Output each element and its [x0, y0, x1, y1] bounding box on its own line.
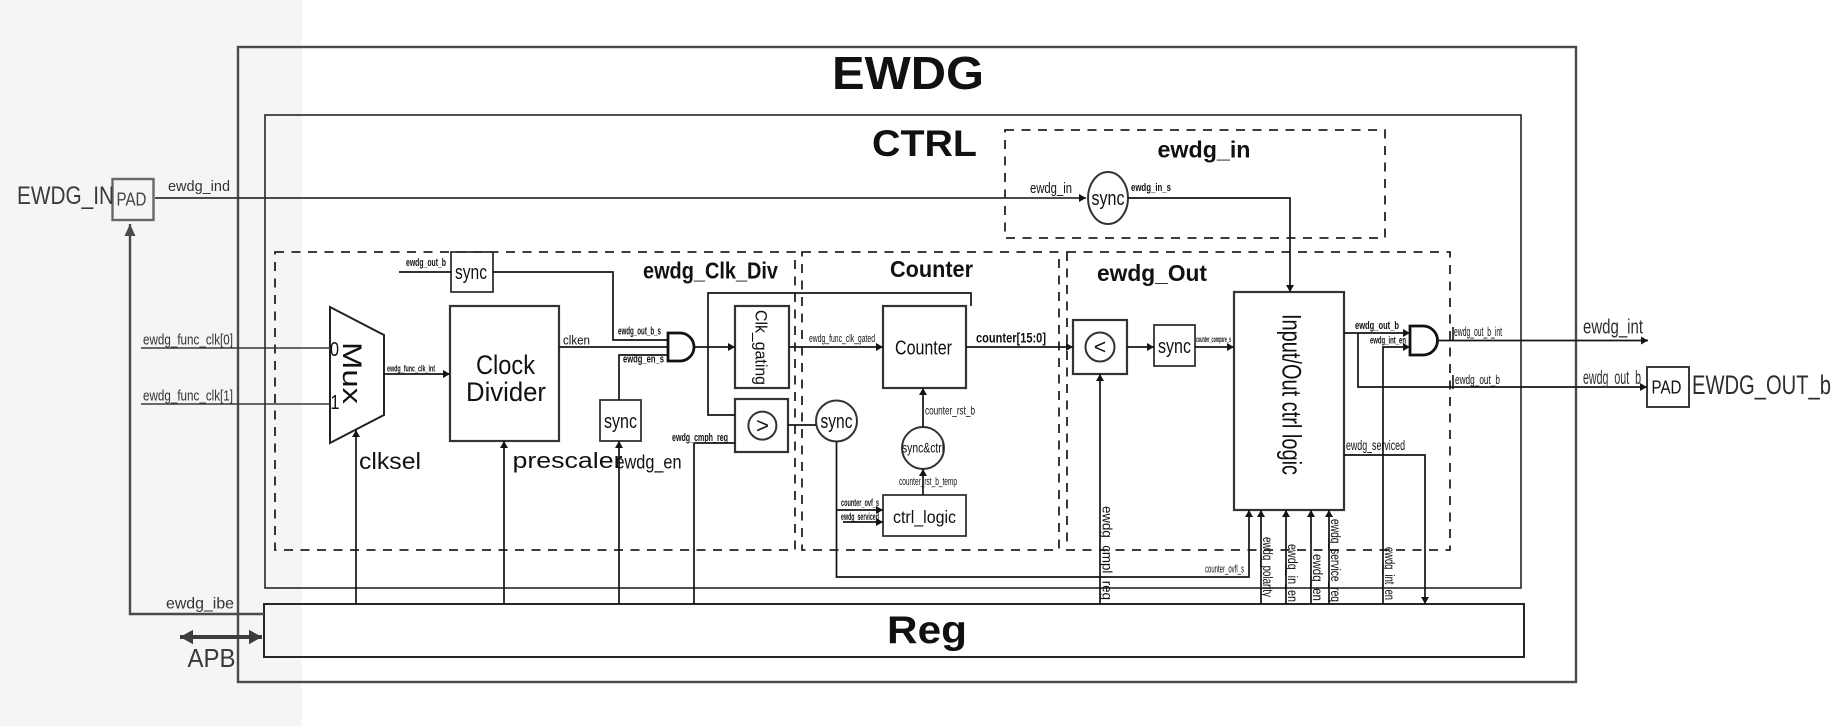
svg-text:ewdg_out_b_s: ewdg_out_b_s	[618, 326, 661, 338]
svg-text:ewdg_out_b: ewdg_out_b	[1583, 367, 1641, 389]
svg-text:APB: APB	[188, 645, 236, 673]
svg-text:ewdg_in: ewdg_in	[1158, 137, 1251, 163]
svg-text:counter_rst_b_temp: counter_rst_b_temp	[899, 476, 957, 488]
svg-text:sync: sync	[455, 262, 487, 284]
svg-text:ewdg_out_b: ewdg_out_b	[406, 257, 446, 269]
svg-text:ewdg_func_clk_gated: ewdg_func_clk_gated	[809, 333, 875, 345]
svg-text:Input/Out ctrl logic: Input/Out ctrl logic	[1277, 314, 1307, 475]
svg-text:ewdg_cmpl_reg: ewdg_cmpl_reg	[1100, 506, 1116, 600]
svg-text:clken: clken	[563, 333, 590, 348]
svg-text:Counter: Counter	[895, 338, 952, 360]
svg-text:ewdg_out_b: ewdg_out_b	[1455, 373, 1500, 387]
svg-text:Counter: Counter	[890, 256, 973, 282]
svg-text:ewdg_out_b_int: ewdg_out_b_int	[1454, 325, 1502, 339]
svg-text:ewdg_Out: ewdg_Out	[1097, 260, 1207, 286]
svg-text:ewdg_int_en: ewdg_int_en	[1382, 547, 1398, 600]
svg-text:ewdg_in_s: ewdg_in_s	[1131, 182, 1171, 194]
svg-text:ewdg_serviced: ewdg_serviced	[841, 511, 879, 523]
svg-text:ewdg_in_en: ewdg_in_en	[1285, 544, 1301, 602]
svg-text:sync: sync	[821, 411, 853, 433]
svg-text:<: <	[1094, 336, 1106, 359]
svg-text:ewdg_ind: ewdg_ind	[168, 178, 230, 195]
svg-text:ewdg_en_s: ewdg_en_s	[623, 354, 664, 366]
svg-text:ctrl_logic: ctrl_logic	[893, 507, 956, 528]
svg-text:PAD: PAD	[1652, 378, 1682, 398]
svg-text:EWDG_IN: EWDG_IN	[17, 182, 114, 210]
svg-text:ewdg_in: ewdg_in	[1030, 180, 1072, 197]
svg-text:ewdg_cmph_reg: ewdg_cmph_reg	[672, 432, 728, 444]
svg-text:ewdg_out_b: ewdg_out_b	[1355, 320, 1399, 332]
svg-text:Reg: Reg	[887, 609, 967, 652]
svg-text:ewdg_Clk_Div: ewdg_Clk_Div	[643, 258, 778, 284]
svg-text:ewdg_int: ewdg_int	[1583, 317, 1643, 339]
svg-text:CTRL: CTRL	[872, 123, 977, 164]
svg-text:prescaler: prescaler	[513, 448, 624, 473]
svg-text:Divider: Divider	[466, 377, 546, 407]
svg-text:>: >	[756, 413, 769, 438]
svg-text:EWDG: EWDG	[832, 47, 984, 99]
svg-text:ewdg_service_req: ewdg_service_req	[1328, 519, 1344, 602]
svg-text:counter_ovfl_s: counter_ovfl_s	[1205, 564, 1244, 576]
svg-text:Clock: Clock	[476, 350, 535, 380]
svg-text:ewdg_polarity: ewdg_polarity	[1260, 537, 1276, 597]
svg-text:counter_rst_b: counter_rst_b	[925, 404, 975, 418]
svg-text:PAD: PAD	[117, 190, 147, 210]
svg-text:counter_ovf_s: counter_ovf_s	[841, 497, 879, 509]
svg-text:ewdg_ibe: ewdg_ibe	[166, 596, 234, 613]
svg-text:clksel: clksel	[359, 448, 421, 474]
svg-text:sync&ctrl: sync&ctrl	[902, 440, 944, 456]
svg-text:sync: sync	[604, 411, 637, 433]
svg-text:ewdg_int_en: ewdg_int_en	[1370, 336, 1406, 347]
svg-text:ewdg_func_clk[0]: ewdg_func_clk[0]	[143, 332, 233, 349]
svg-text:sync: sync	[1092, 188, 1125, 210]
svg-text:counter[15:0]: counter[15:0]	[976, 331, 1046, 346]
svg-text:0: 0	[330, 339, 339, 361]
svg-text:ewdg_en: ewdg_en	[616, 453, 682, 474]
svg-text:sync: sync	[1158, 336, 1191, 358]
svg-text:counter_compare_s: counter_compare_s	[1196, 335, 1231, 344]
svg-text:ewdg_func_clk[1]: ewdg_func_clk[1]	[143, 388, 233, 405]
svg-text:ewdg_en: ewdg_en	[1310, 554, 1326, 601]
svg-text:1: 1	[331, 392, 340, 414]
svg-text:Mux: Mux	[337, 342, 367, 405]
svg-text:Clk_gating: Clk_gating	[752, 310, 771, 385]
svg-text:ewdg_serviced: ewdg_serviced	[1346, 438, 1405, 453]
svg-text:EWDG_OUT_b: EWDG_OUT_b	[1692, 370, 1831, 400]
svg-text:ewdg_func_clk_int: ewdg_func_clk_int	[387, 364, 435, 374]
